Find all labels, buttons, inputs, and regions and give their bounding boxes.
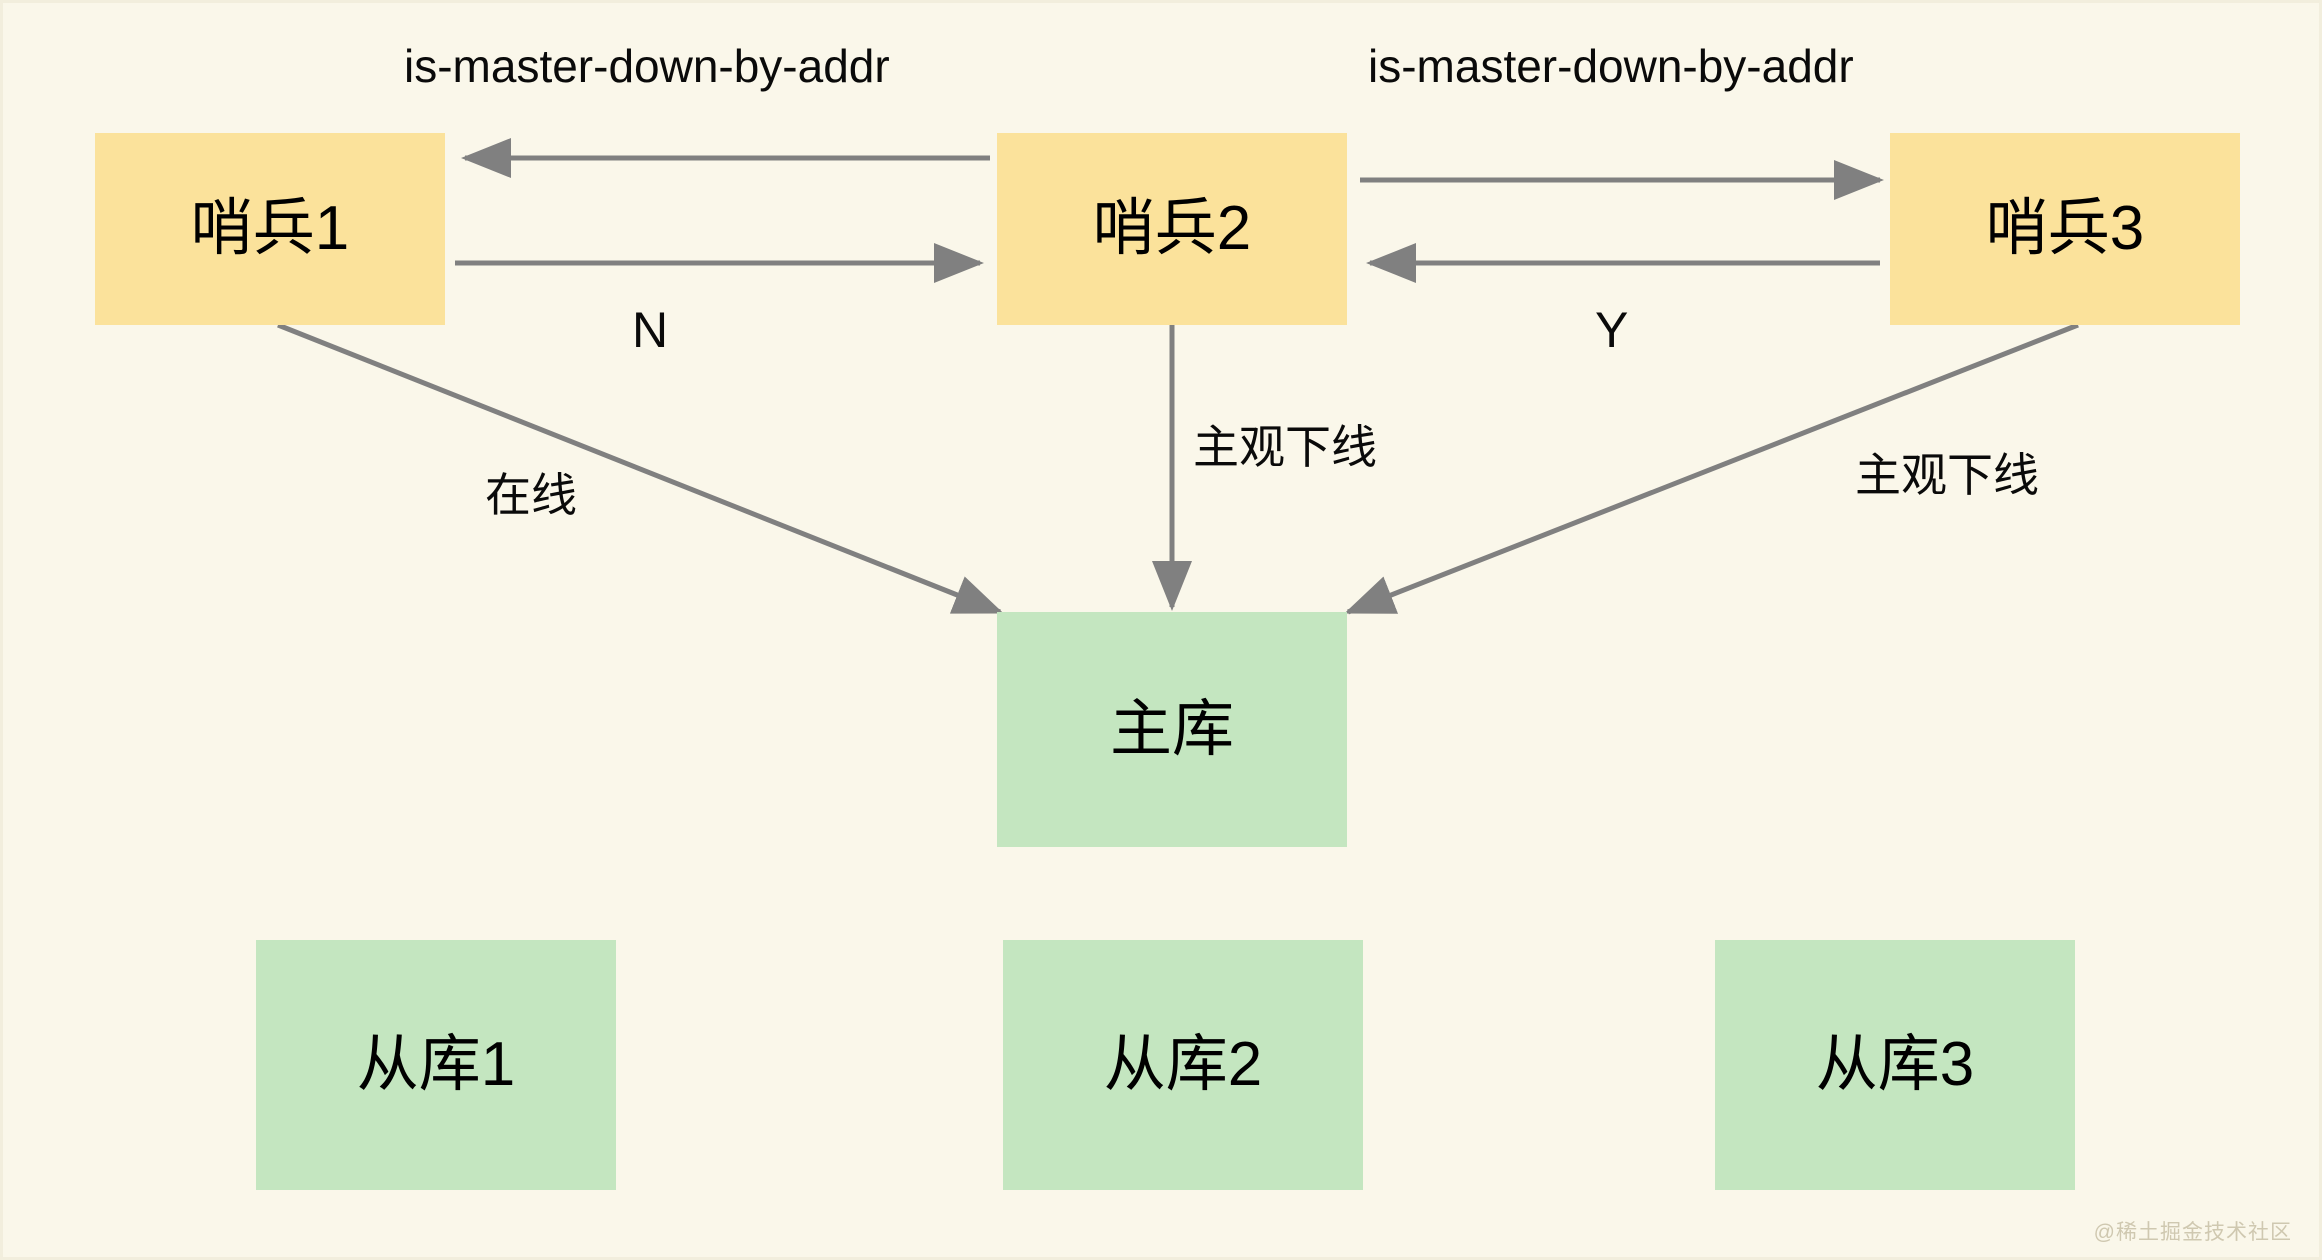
watermark: @稀土掘金技术社区: [2093, 1221, 2292, 1244]
node-sentinel2-label: 哨兵2: [1092, 194, 1252, 263]
node-replica1[interactable]: 从库1: [256, 940, 616, 1190]
edge-label-vote-y: Y: [1595, 302, 1629, 358]
node-master-label: 主库: [1109, 694, 1234, 764]
edge-label-sdown-right: 主观下线: [1855, 449, 2039, 501]
node-replica2[interactable]: 从库2: [1003, 940, 1363, 1190]
edge-sentinel3-to-master: [1344, 322, 2079, 615]
node-sentinel3-label: 哨兵3: [1985, 194, 2145, 263]
edge-label-online: 在线: [485, 469, 577, 521]
edge-label-api-right: is-master-down-by-addr: [1368, 40, 1854, 92]
node-replica3[interactable]: 从库3: [1715, 940, 2075, 1190]
edge-sentinel1-to-master: [277, 322, 1004, 615]
node-sentinel1[interactable]: 哨兵1: [95, 133, 445, 325]
edge-label-vote-n: N: [632, 302, 669, 358]
node-sentinel1-label: 哨兵1: [190, 194, 350, 263]
node-replica2-label: 从库2: [1103, 1030, 1263, 1099]
edge-label-api-left: is-master-down-by-addr: [404, 40, 890, 92]
node-sentinel3[interactable]: 哨兵3: [1890, 133, 2240, 325]
node-sentinel2[interactable]: 哨兵2: [997, 133, 1347, 325]
node-replica1-label: 从库1: [356, 1030, 516, 1099]
edge-label-sdown-center: 主观下线: [1193, 421, 1377, 473]
node-master[interactable]: 主库: [997, 612, 1347, 847]
node-replica3-label: 从库3: [1815, 1030, 1975, 1099]
